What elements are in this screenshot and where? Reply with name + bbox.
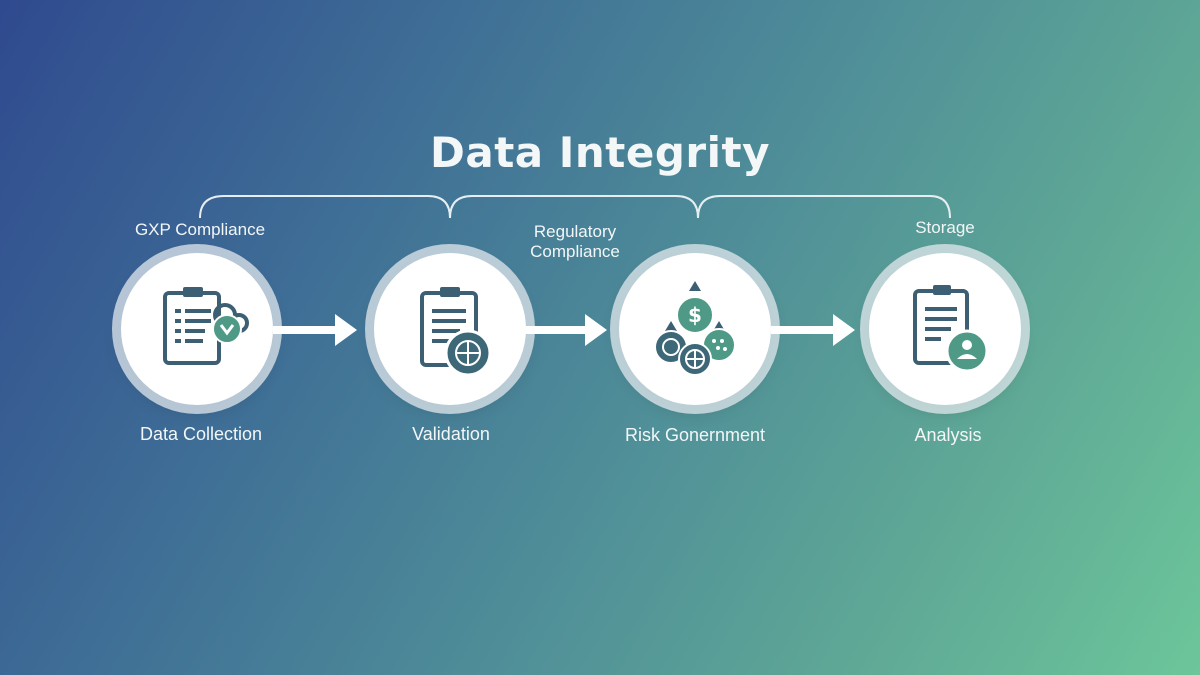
clipboard-globe-icon [420, 287, 492, 377]
step-label-risk-gonernment: Risk Gonernment [624, 425, 766, 445]
diagram-title: Data Integrity [430, 128, 770, 177]
step-label-validation: Validation [412, 424, 490, 444]
clipboard-refresh-icon [163, 287, 249, 365]
label-storage: Storage [915, 218, 975, 237]
label-gxp-compliance: GXP Compliance [134, 220, 266, 239]
step-label-data-collection: Data Collection [139, 424, 263, 444]
arrow-icon [771, 314, 855, 346]
step-node-risk-gonernment: $ [619, 253, 771, 405]
step-node-validation [374, 253, 526, 405]
dollar-globe-cluster-icon: $ [654, 281, 736, 376]
step-node-analysis [869, 253, 1021, 405]
arrow-icon [273, 314, 357, 346]
bracket-line [199, 195, 951, 219]
svg-text:$: $ [688, 303, 702, 327]
step-node-data-collection [121, 253, 273, 405]
label-regulatory-compliance: Regulatory Compliance [500, 222, 650, 262]
label-regulatory-line1: Regulatory [533, 222, 617, 241]
label-regulatory-line2: Compliance [530, 242, 620, 261]
clipboard-user-icon [913, 285, 989, 373]
arrow-icon [523, 314, 607, 346]
step-label-analysis: Analysis [914, 425, 982, 445]
bracket-connector [199, 195, 951, 219]
